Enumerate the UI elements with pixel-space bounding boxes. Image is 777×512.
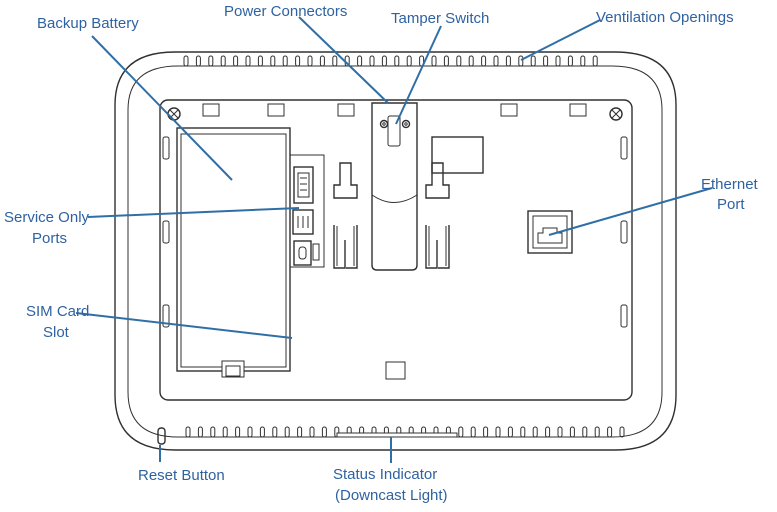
- label-status-indicator-line1: Status Indicator: [333, 466, 437, 483]
- leader-backup-battery: [91, 35, 233, 181]
- top-ventilation-openings: [183, 55, 598, 67]
- vent-slot: [297, 426, 303, 438]
- leader-ventilation-openings: [520, 19, 601, 61]
- power-connector-right: [425, 162, 450, 269]
- vent-slot: [507, 426, 513, 438]
- vent-slot: [235, 426, 241, 438]
- vent-slot: [309, 426, 315, 438]
- vent-slot: [580, 55, 586, 67]
- vent-slot: [321, 426, 327, 438]
- label-status-indicator-line2: (Downcast Light): [335, 487, 448, 504]
- vent-slot: [532, 426, 538, 438]
- vent-slot: [195, 55, 201, 67]
- back-plate: [159, 99, 633, 401]
- label-service-ports-line1: Service Only: [4, 209, 90, 226]
- label-sim-card-line2: Slot: [43, 324, 70, 341]
- leader-service-ports: [87, 207, 300, 218]
- vent-slot: [592, 55, 598, 67]
- label-ventilation-openings: Ventilation Openings: [596, 9, 734, 26]
- vent-slot: [557, 426, 563, 438]
- tamper-switch-housing: [371, 102, 418, 271]
- vent-slot: [495, 426, 501, 438]
- service-ports-block: [289, 154, 325, 268]
- vent-slot: [259, 426, 265, 438]
- leader-lines: [75, 16, 713, 463]
- vent-slot: [185, 426, 191, 438]
- vent-slot: [607, 426, 613, 438]
- bottom-ventilation-openings: [185, 426, 625, 438]
- vent-slot: [245, 55, 251, 67]
- vent-slot: [468, 55, 474, 67]
- vent-slot: [458, 426, 464, 438]
- ethernet-port-icon: [527, 210, 573, 254]
- vent-slot: [505, 55, 511, 67]
- vent-slot: [431, 55, 437, 67]
- vent-slot: [619, 426, 625, 438]
- power-connector-left: [333, 162, 358, 269]
- vent-slot: [247, 426, 253, 438]
- vent-slot: [394, 55, 400, 67]
- leader-tamper-switch: [395, 25, 442, 125]
- vent-slot: [332, 55, 338, 67]
- vent-slot: [530, 55, 536, 67]
- vent-slot: [545, 426, 551, 438]
- leader-power-connectors: [298, 16, 389, 104]
- screw-left-icon: [167, 107, 181, 121]
- vent-slot: [233, 55, 239, 67]
- vent-slot: [270, 55, 276, 67]
- vent-slot: [470, 426, 476, 438]
- vent-slot: [357, 55, 363, 67]
- vent-slot: [220, 55, 226, 67]
- label-reset-button: Reset Button: [138, 467, 225, 484]
- label-backup-battery: Backup Battery: [37, 15, 139, 32]
- label-tamper-switch: Tamper Switch: [391, 10, 489, 27]
- upper-mounting-tabs: [202, 103, 587, 117]
- label-power-connectors: Power Connectors: [224, 3, 347, 20]
- vent-slot: [208, 55, 214, 67]
- vent-slot: [222, 426, 228, 438]
- vent-slot: [543, 55, 549, 67]
- status-indicator-window: [385, 361, 406, 380]
- side-slots: [162, 136, 628, 328]
- vent-slot: [257, 55, 263, 67]
- vent-slot: [569, 426, 575, 438]
- label-sim-card-line1: SIM Card: [26, 303, 89, 320]
- vent-slot: [443, 55, 449, 67]
- vent-slot: [483, 426, 489, 438]
- vent-slot: [307, 55, 313, 67]
- leader-sim-card-slot: [75, 312, 293, 339]
- screw-right-icon: [609, 107, 623, 121]
- callout-labels: Backup Battery Power Connectors Tamper S…: [4, 3, 759, 504]
- terminal-block: [431, 136, 484, 174]
- backup-battery-compartment: [176, 127, 291, 378]
- vent-slot: [319, 55, 325, 67]
- vent-slot: [594, 426, 600, 438]
- label-ethernet-port-line1: Ethernet: [701, 176, 759, 193]
- vent-slot: [197, 426, 203, 438]
- vent-slot: [555, 55, 561, 67]
- vent-slot: [520, 426, 526, 438]
- vent-slot: [567, 55, 573, 67]
- vent-slot: [493, 55, 499, 67]
- vent-slot: [210, 426, 216, 438]
- device-housing: [114, 51, 677, 451]
- vent-slot: [369, 55, 375, 67]
- vent-slot: [284, 426, 290, 438]
- vent-slot: [381, 55, 387, 67]
- leader-ethernet-port: [548, 187, 713, 236]
- vent-slot: [406, 55, 412, 67]
- vent-slot: [282, 55, 288, 67]
- vent-slot: [295, 55, 301, 67]
- vent-slot: [481, 55, 487, 67]
- reset-button-icon: [157, 427, 166, 445]
- downcast-light-bar: [336, 432, 458, 438]
- vent-slot: [518, 55, 524, 67]
- vent-slot: [183, 55, 189, 67]
- label-service-ports-line2: Ports: [32, 230, 67, 247]
- label-ethernet-port-line2: Port: [717, 196, 745, 213]
- vent-slot: [456, 55, 462, 67]
- vent-slot: [582, 426, 588, 438]
- vent-slot: [272, 426, 278, 438]
